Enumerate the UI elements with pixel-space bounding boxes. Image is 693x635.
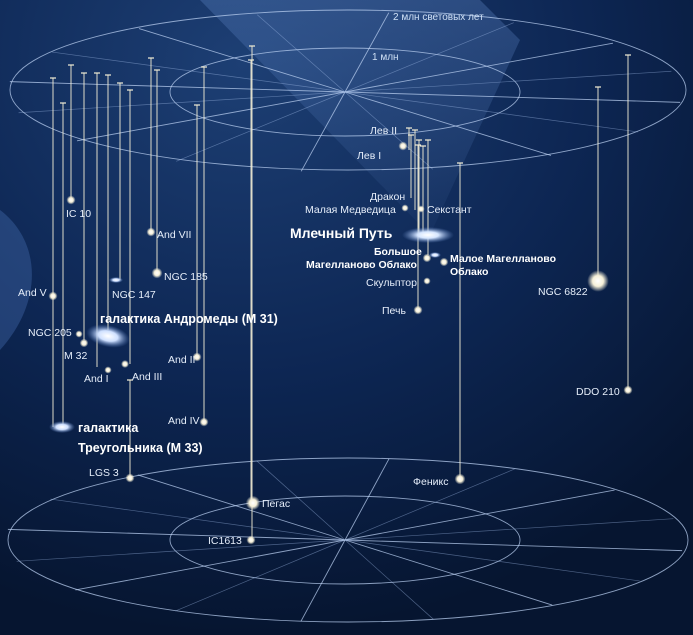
lmc-label-2: Магелланово Облако [306,259,417,271]
stems [50,45,631,538]
left-glow [0,210,32,350]
ic10-label: IC 10 [66,208,91,220]
grid-spoke [256,460,346,541]
ursa-minor-label: Малая Медведица [305,204,396,216]
triangulum-disk [49,421,75,433]
galaxy-dot [75,330,83,338]
smc-label-1: Малое Магелланово [450,253,556,265]
triangulum-label-2: Треугольника (М 33) [78,441,203,455]
galaxy-dot [121,360,129,368]
grid-spoke [75,539,346,591]
galaxy-dot [413,305,423,315]
lmc-label-1: Большое [374,246,422,258]
grid-spoke [16,539,346,562]
leo-i-label: Лев I [357,150,381,162]
ic1613-label: IC1613 [208,535,242,547]
galaxy-dot [623,385,633,395]
and-iv-label: And IV [168,415,200,427]
galaxy-dot [125,473,135,483]
galaxy-dot [199,417,209,427]
ngc6822-label: NGC 6822 [538,286,588,298]
grid-spoke [256,14,346,93]
grid-spoke [344,539,640,582]
draco-label: Дракон [370,191,405,203]
and-v-label: And V [18,287,47,299]
milky-way-label: Млечный Путь [290,225,393,241]
grid-spoke [344,539,434,620]
grid-spoke [344,91,681,103]
leo-ii-label: Лев II [370,125,397,137]
grid-spoke [137,474,346,541]
galaxy-dot [246,535,256,545]
phoenix-label: Феникс [413,476,448,488]
galaxy-dot [417,205,425,213]
galaxy-dot [454,473,466,485]
lgs3-label: LGS 3 [89,467,119,479]
grid-spoke [344,91,638,133]
galaxy-dot [48,291,58,301]
galaxy-dot [66,195,76,205]
galaxy-dot [245,495,261,511]
and-iii-label: And III [132,371,162,383]
and-i-label: And I [84,373,109,385]
ngc205-label: NGC 205 [28,327,72,339]
grid-spoke [52,51,346,93]
ngc185-label: NGC 185 [164,271,208,283]
and-vii-label: And VII [157,229,191,241]
triangulum-label-1: галактика [78,421,139,435]
galaxy-dot [401,204,409,212]
grid-spoke [18,91,346,114]
grid-spoke [138,28,346,93]
galaxy-dot [439,257,449,267]
grid-spoke [344,489,615,541]
smc-label-2: Облако [450,266,488,278]
andromeda-label: галактика Андромеды (М 31) [100,312,278,326]
grid-spoke [344,22,514,93]
ngc147-label: NGC 147 [112,289,156,301]
ngc147-disk [109,277,123,283]
grid-spoke [344,12,390,93]
fornax-label: Печь [382,305,407,317]
galaxy-dot [146,227,156,237]
galaxy-dot [151,267,163,279]
galaxy-dot [104,366,112,374]
view-cone [200,0,520,235]
grid-spoke [344,468,515,541]
grid-spoke [344,518,674,541]
galaxy-dots [48,141,633,545]
grid-spoke [344,539,553,606]
grid-spoke [300,539,346,622]
grid-spoke [76,91,346,142]
grid-spoke [9,81,346,93]
scale-outer-label: 2 млн световых лет [393,12,484,23]
galaxy-dot [398,141,408,151]
galaxy-dot [587,270,609,292]
bottom-grid [7,457,689,623]
grid-spoke [175,539,346,612]
top-grid [9,9,687,172]
galaxy-dot [79,338,89,348]
scale-inner-label: 1 млн [372,52,399,63]
lmc-disk [429,252,441,258]
sextans-label: Секстант [427,204,472,216]
galaxy-dot [192,352,202,362]
andromeda-disk [86,324,130,348]
sculptor-label: Скульптор [366,277,417,289]
galaxy-dot [422,253,432,263]
grid-spoke [344,91,552,156]
pegasus-label: Пегас [262,498,290,510]
grid-spoke [344,458,390,541]
grid-spoke [7,528,346,541]
grid-spoke [344,539,683,552]
galaxy-dot [423,277,431,285]
milky-way-disk [402,227,454,243]
and-ii-label: And II [168,354,195,366]
grid-spoke [344,70,672,93]
ddo210-label: DDO 210 [576,386,620,398]
grid-spoke [300,91,346,172]
grid-spoke [344,42,614,93]
grid-spoke [50,498,346,541]
m32-label: М 32 [64,350,88,362]
